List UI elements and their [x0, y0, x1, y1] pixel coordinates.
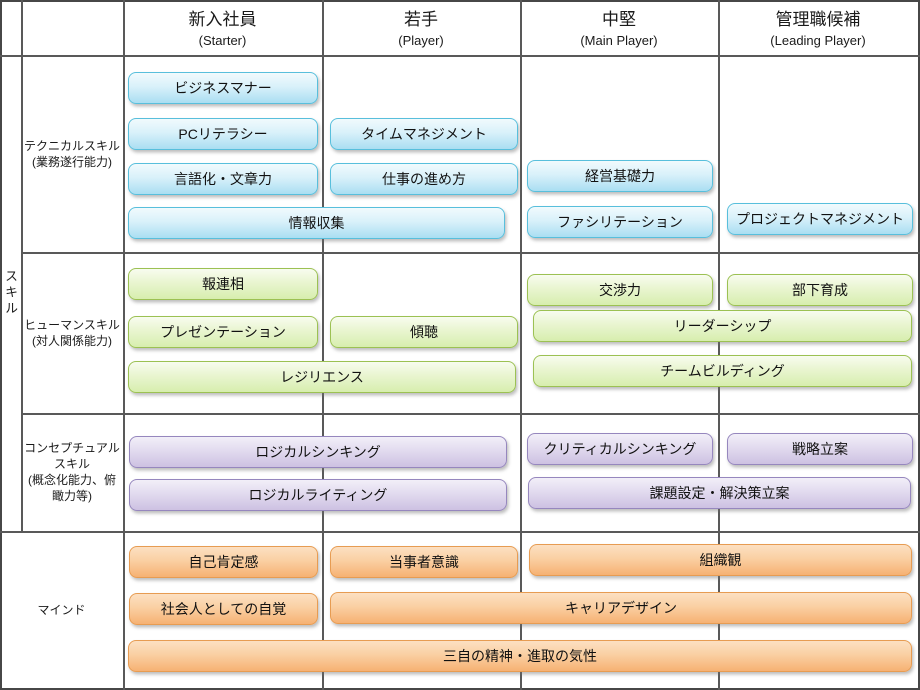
- skill-box-resilience: レジリエンス: [128, 361, 516, 393]
- category-name: ヒューマンスキル: [24, 317, 120, 332]
- column-header-leading-player: 管理職候補 (Leading Player): [718, 3, 918, 53]
- category-note: (業務遂行能力): [32, 154, 112, 169]
- skill-box-logical-writing: ロジカルライティング: [129, 479, 507, 511]
- column-header-subtitle: (Main Player): [580, 32, 658, 48]
- skill-box-career-design: キャリアデザイン: [330, 592, 912, 624]
- skill-box-negotiation: 交渉力: [527, 274, 713, 306]
- column-header-subtitle: (Leading Player): [770, 32, 866, 48]
- column-header-main-player: 中堅 (Main Player): [520, 3, 718, 53]
- skill-box-strategy-planning: 戦略立案: [727, 433, 913, 465]
- grid-hline: [0, 55, 920, 57]
- skill-box-facilitation: ファシリテーション: [527, 206, 713, 238]
- skill-box-leadership: リーダーシップ: [533, 310, 912, 342]
- skill-box-subordinate-development: 部下育成: [727, 274, 913, 306]
- skill-box-management-basics: 経営基礎力: [527, 160, 713, 192]
- grid-vline: [21, 0, 23, 531]
- skill-box-organizational-view: 組織観: [529, 544, 912, 576]
- skill-box-information-gathering: 情報収集: [128, 207, 505, 239]
- grid-vline: [520, 0, 522, 690]
- column-header-player: 若手 (Player): [322, 3, 520, 53]
- skill-box-problem-setting-solution: 課題設定・解決策立案: [528, 477, 911, 509]
- skill-box-horenso: 報連相: [128, 268, 318, 300]
- grid-hline: [0, 531, 920, 533]
- skill-box-ownership: 当事者意識: [330, 546, 518, 578]
- skill-box-logical-thinking: ロジカルシンキング: [129, 436, 507, 468]
- category-note: (対人関係能力): [32, 333, 112, 348]
- category-name: コンセプチュアルスキル: [24, 441, 120, 471]
- column-header-title: 若手: [404, 9, 438, 29]
- skill-box-critical-thinking: クリティカルシンキング: [527, 433, 713, 465]
- column-header-subtitle: (Player): [398, 32, 444, 48]
- grid-vline: [718, 0, 720, 690]
- category-human-label: ヒューマンスキル (対人関係能力): [21, 252, 123, 413]
- skill-box-business-manner: ビジネスマナー: [128, 72, 318, 104]
- category-note: (概念化能力、俯瞰力等): [28, 473, 116, 503]
- category-technical-label: テクニカルスキル (業務遂行能力): [21, 55, 123, 252]
- grid-vline: [123, 0, 125, 690]
- rowgroup-skill-label: スキル: [3, 269, 18, 317]
- column-header-title: 中堅: [602, 9, 636, 29]
- column-header-subtitle: (Starter): [198, 32, 247, 48]
- skill-box-work-process: 仕事の進め方: [330, 163, 518, 195]
- skill-box-team-building: チームビルディング: [533, 355, 912, 387]
- category-name: テクニカルスキル: [23, 138, 120, 153]
- skill-box-presentation: プレゼンテーション: [128, 316, 318, 348]
- skill-box-listening: 傾聴: [330, 316, 518, 348]
- column-header-title: 管理職候補: [775, 9, 861, 29]
- grid-hline: [21, 413, 920, 415]
- skill-box-pc-literacy: PCリテラシー: [128, 118, 318, 150]
- skill-box-verbalization-writing: 言語化・文章力: [128, 163, 318, 195]
- grid-hline: [21, 252, 920, 254]
- skill-box-time-management: タイムマネジメント: [330, 118, 518, 150]
- grid-vline: [322, 0, 324, 690]
- column-header-title: 新入社員: [188, 9, 257, 29]
- column-header-starter: 新入社員 (Starter): [123, 3, 322, 53]
- skill-box-project-management: プロジェクトマネジメント: [727, 203, 913, 235]
- skill-box-professional-awareness: 社会人としての自覚: [129, 593, 318, 625]
- rowgroup-mind-label: マインド: [37, 603, 86, 617]
- skill-box-self-affirmation: 自己肯定感: [129, 546, 318, 578]
- skill-box-sanji-spirit: 三自の精神・進取の気性: [128, 640, 912, 672]
- category-conceptual-label: コンセプチュアルスキル (概念化能力、俯瞰力等): [21, 413, 123, 531]
